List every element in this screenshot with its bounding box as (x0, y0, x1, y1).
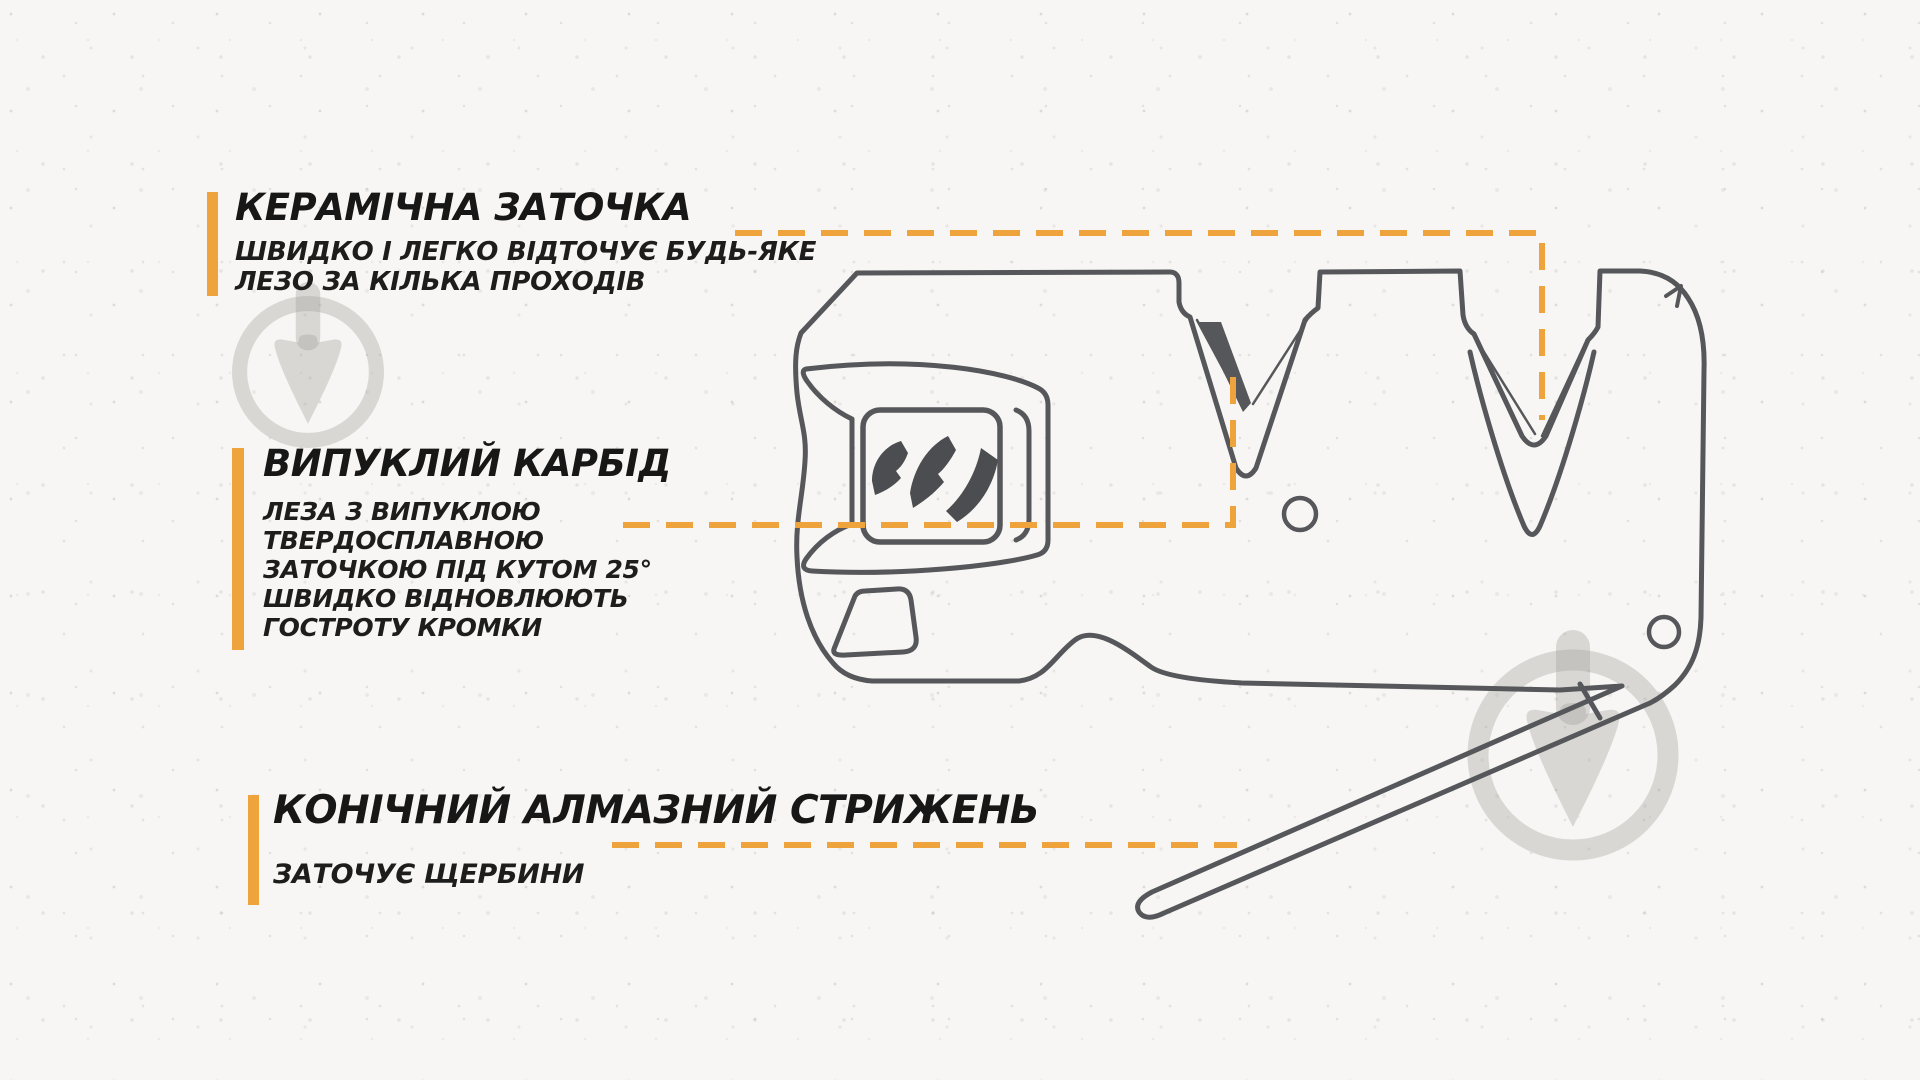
callout-diamond-description: ЗАТОЧУЄ ЩЕРБИНИ (273, 859, 585, 890)
connector-carbide (620, 377, 1236, 528)
ceramic-slot-lines (1477, 342, 1587, 438)
rod-hinge-strut (1577, 681, 1603, 721)
watermark-top-left-icon (240, 282, 377, 440)
callout-carbide-description: ЛЕЗА З ВИПУКЛОЮ ТВЕРДОСПЛАВНОЮ ЗАТОЧКОЮ … (263, 497, 652, 642)
sharpener-line-drawing (793, 268, 1707, 920)
rivet-right (1646, 614, 1682, 650)
callout-diamond-title: КОНІЧНИЙ АЛМАЗНИЙ СТРИЖЕНЬ (273, 788, 1040, 833)
sharpener-body-outline (793, 268, 1707, 920)
accent-bar-diamond (248, 795, 259, 905)
callout-connectors (612, 230, 1545, 848)
lanyard-hole (831, 586, 919, 658)
accent-bar-carbide (232, 448, 244, 650)
carbide-slot-shading (1199, 322, 1251, 412)
callout-ceramic: КЕРАМІЧНА ЗАТОЧКА ШВИДКО І ЛЕГКО ВІДТОЧУ… (235, 186, 817, 298)
watermark-bottom-right-icon (1478, 630, 1668, 850)
brand-logo-plate (860, 407, 1003, 545)
accent-bar-ceramic (207, 192, 218, 296)
callout-ceramic-title: КЕРАМІЧНА ЗАТОЧКА (235, 186, 692, 229)
logo-banner-spine (1013, 407, 1032, 543)
callout-ceramic-description: ШВИДКО І ЛЕГКО ВІДТОЧУЄ БУДЬ-ЯКЕ ЛЕЗО ЗА… (235, 237, 817, 297)
logo-banner-frame (800, 361, 1051, 575)
connector-ceramic (735, 230, 1545, 420)
callout-carbide-title: ВИПУКЛИЙ КАРБІД (263, 442, 671, 485)
callout-carbide: ВИПУКЛИЙ КАРБІД ЛЕЗА З ВИПУКЛОЮ ТВЕРДОСП… (263, 442, 671, 643)
corner-spike (1664, 284, 1683, 308)
ceramic-slot-outer-lip (1467, 349, 1597, 537)
brand-logo-icon (872, 436, 998, 522)
rivet-left (1281, 495, 1319, 533)
callout-diamond: КОНІЧНИЙ АЛМАЗНИЙ СТРИЖЕНЬ ЗАТОЧУЄ ЩЕРБИ… (273, 788, 1040, 891)
